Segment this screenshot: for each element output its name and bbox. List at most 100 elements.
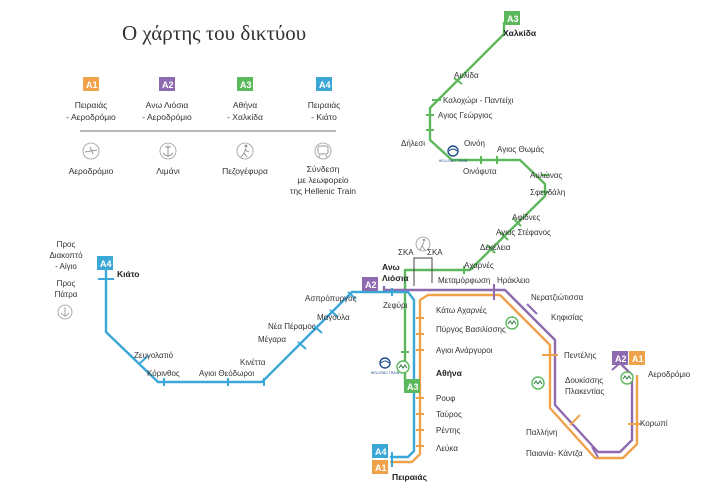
station-neratziotissa[interactable]: Νερατζιώτισσα [531, 293, 584, 302]
station-nea-peramos[interactable]: Νέα Πέραμος [268, 322, 316, 331]
station-sfendali[interactable]: Σφενδάλη [530, 188, 565, 197]
badge-a3-chalkida: A3 [504, 11, 520, 25]
hellenic-train-mark-athina: HELLENIC TRAIN [371, 357, 400, 375]
station-avlida[interactable]: Αυλίδα [454, 71, 479, 80]
station-pallini[interactable]: Παλλήνη [526, 428, 557, 437]
svg-text:A3: A3 [507, 14, 519, 24]
station-kalochori[interactable]: Καλοχώρι - Παντείχι [443, 96, 514, 105]
a2-ticks [493, 284, 599, 458]
station-penteli[interactable]: Πεντέλης [564, 351, 597, 360]
station-ano-liosia-line2[interactable]: Λιόσια [382, 273, 409, 283]
station-ska-left[interactable]: ΣΚΑ [398, 248, 414, 257]
station-peiraias[interactable]: Πειραιάς [392, 472, 428, 482]
station-irakleio[interactable]: Ηράκλειο [497, 276, 530, 285]
svg-text:A4: A4 [100, 259, 112, 269]
legend-footbridge-label: Πεζογέφυρα [222, 166, 268, 176]
station-pyrgos-vasilissis[interactable]: Πύργος Βασιλίσσης [436, 325, 506, 334]
legend-airport-label: Αεροδρόμιο [69, 166, 114, 176]
station-zefyri[interactable]: Ζεφύρι [383, 301, 408, 310]
station-doukissis-line1[interactable]: Δουκίσσης [565, 376, 603, 385]
station-athina[interactable]: Αθήνα [436, 368, 463, 378]
legend-badge-a4 [316, 77, 332, 91]
station-paiania-kantza[interactable]: Παιανία- Κάντζα [526, 449, 583, 458]
station-agios-georgios[interactable]: Αγιος Γεώργιος [438, 111, 492, 120]
svg-text:A2: A2 [365, 280, 377, 290]
svg-text:A3: A3 [407, 382, 419, 392]
station-megara[interactable]: Μέγαρα [258, 335, 286, 344]
station-agioi-anargyroi[interactable]: Αγιοι Ανάργυροι [436, 346, 493, 355]
hellenic-train-text-athina: HELLENIC TRAIN [371, 371, 400, 375]
a4-ticks [98, 278, 393, 386]
legend-line-a4-from: Πειραιάς [308, 100, 340, 110]
metro-logo-doukissis [531, 376, 545, 390]
port-icon [159, 142, 177, 160]
station-agios-thomas[interactable]: Αγιος Θωμάς [497, 145, 544, 154]
map-title: Ο χάρτης του δικτύου [122, 21, 306, 45]
station-kifisias[interactable]: Κηφισίας [551, 313, 583, 322]
station-koropi[interactable]: Κορωπί [640, 419, 668, 428]
station-aspropyrgos[interactable]: Ασπρόπυργος [305, 294, 357, 303]
legend-port-label: Λιμάνι [156, 166, 180, 176]
legend-badge-a2-text: A2 [162, 80, 174, 90]
station-kiato[interactable]: Κιάτο [117, 269, 139, 279]
station-rouf[interactable]: Ρουφ [436, 394, 455, 403]
station-doukissis-line2[interactable]: Πλακεντίας [565, 387, 604, 396]
station-dekeleia[interactable]: Δεκέλεια [480, 243, 511, 252]
hellenic-train-icon [379, 357, 391, 369]
svg-text:A1: A1 [632, 354, 644, 364]
station-korinthos[interactable]: Κόρινθος [147, 369, 180, 378]
station-afidnes[interactable]: Αφίδνες [512, 213, 540, 222]
station-kineta[interactable]: Κινέττα [240, 358, 266, 367]
legend-line-a2: A2 Ανω Λιόσια - Αεροδρόμιο [142, 77, 192, 122]
hellenic-train-text-oinoi: HELLENIC TRAIN [439, 159, 468, 163]
legend-badge-a1 [83, 77, 99, 91]
legend-footbridge: Πεζογέφυρα [222, 142, 268, 176]
badge-a1-peiraias: A1 [372, 460, 388, 474]
legend-line-a2-from: Ανω Λιόσια [146, 100, 189, 110]
station-ska-right[interactable]: ΣΚΑ [427, 248, 443, 257]
station-magoula[interactable]: Μαγούλα [317, 313, 350, 322]
note-diakopto-line2: Διακοπτό [49, 251, 83, 260]
legend-line-a4: A4 Πειραιάς - Κιάτο [308, 77, 340, 122]
hellenic-train-mark-oinoi: HELLENIC TRAIN [439, 145, 468, 163]
badge-a2-ano-liosia: A2 [362, 277, 378, 291]
svg-text:A4: A4 [375, 447, 387, 457]
legend-line-a3-to: - Χαλκίδα [227, 112, 263, 122]
legend-line-a1-to: - Αεροδρόμιο [66, 112, 116, 122]
station-chalkida[interactable]: Χαλκίδα [503, 28, 537, 38]
legend-badge-a3-text: A3 [240, 80, 252, 90]
legend-airport: Αεροδρόμιο [69, 142, 114, 176]
badge-a2-aerodromio: A2 [612, 351, 628, 365]
footbridge-icon [236, 142, 254, 160]
station-lefka[interactable]: Λεύκα [436, 444, 458, 453]
station-metamorfosi[interactable]: Μεταμόρφωση [438, 276, 490, 285]
note-diakopto-line3: - Αίγιο [55, 262, 77, 271]
station-dilesi[interactable]: Δήλεσι [401, 139, 425, 148]
legend-ht-line1: Σύνδεση [307, 164, 340, 174]
legend-line-a3-from: Αθήνα [233, 100, 257, 110]
legend-badge-a1-text: A1 [86, 80, 98, 90]
station-oinofyta[interactable]: Οινόφυτα [463, 167, 497, 176]
metro-logo-aerodromio [620, 371, 634, 385]
legend-badge-a2 [159, 77, 175, 91]
badge-a3-athina: A3 [404, 379, 420, 393]
station-acharnes[interactable]: Αχαρνές [464, 261, 494, 270]
station-ano-liosia-line1[interactable]: Ανω [382, 262, 400, 272]
route-a1 [390, 293, 639, 464]
legend-hellenic-train: Σύνδεση με λεωφορείο της Hellenic Train [290, 142, 356, 196]
note-patra-line2: Πάτρα [55, 290, 78, 299]
station-zevgolatio[interactable]: Ζευγολατιό [134, 351, 174, 360]
station-oinoi[interactable]: Οινόη [464, 139, 485, 148]
station-rentis[interactable]: Ρέντης [436, 426, 461, 435]
station-tavros[interactable]: Ταύρος [436, 410, 462, 419]
station-kato-acharnes[interactable]: Κάτω Αχαρνές [436, 306, 487, 315]
station-agios-stefanos[interactable]: Αγιος Στέφανος [496, 228, 551, 237]
metro-logo-athina [396, 360, 410, 374]
legend-line-a3: A3 Αθήνα - Χαλκίδα [227, 77, 263, 122]
badge-a4-peiraias: A4 [372, 444, 388, 458]
station-agioi-theodoroi[interactable]: Αγιοι Θεόδωροι [199, 369, 254, 378]
station-avlonas[interactable]: Αυλώνας [530, 171, 562, 180]
station-aerodromio[interactable]: Αεροδρόμιο [648, 370, 691, 379]
hellenic-train-icon [314, 142, 332, 160]
